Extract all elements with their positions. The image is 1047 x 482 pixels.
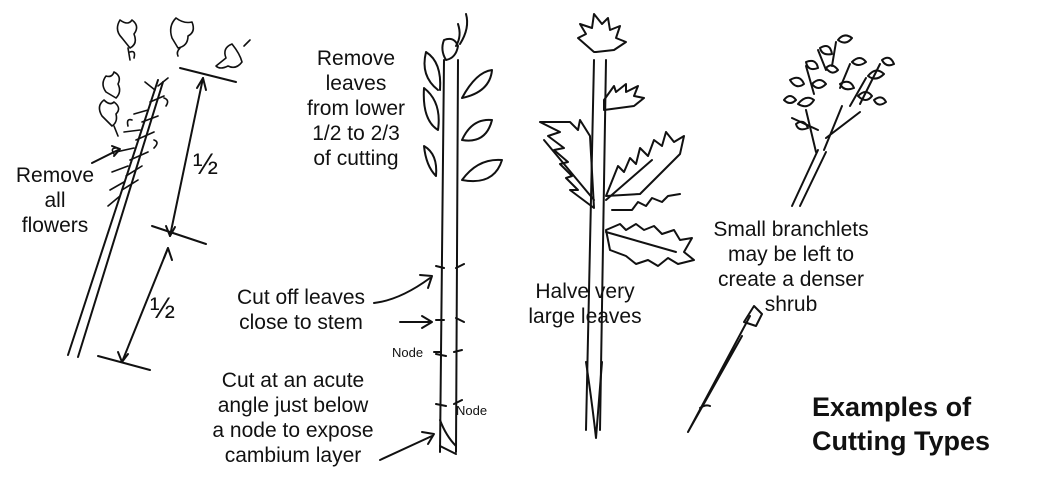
removed-flower-2 [171,18,194,56]
cut-off-leaves-label: Cut off leaves close to stem [222,285,380,335]
removed-flower-5 [99,100,118,136]
removed-flower-3 [216,40,250,68]
remove-flowers-label: Remove all flowers [6,163,104,238]
half-lower-label: ½ [150,292,175,326]
remove-leaves-label: Remove leaves from lower 1/2 to 2/3 of c… [296,46,416,171]
halve-leaves-label: Halve very large leaves [516,279,654,329]
node-upper-label: Node [392,345,423,360]
removed-flower-1 [117,20,136,60]
cut-acute-angle-label: Cut at an acute angle just below a node … [200,368,386,468]
small-branchlets-label: Small branchlets may be left to create a… [696,217,886,317]
diagram-title: Examples of Cutting Types [812,390,990,458]
half-upper-label: ½ [193,148,218,182]
node-lower-label: Node [456,403,487,418]
holly-cutting-drawing [540,14,694,438]
removed-flower-4 [103,72,120,98]
